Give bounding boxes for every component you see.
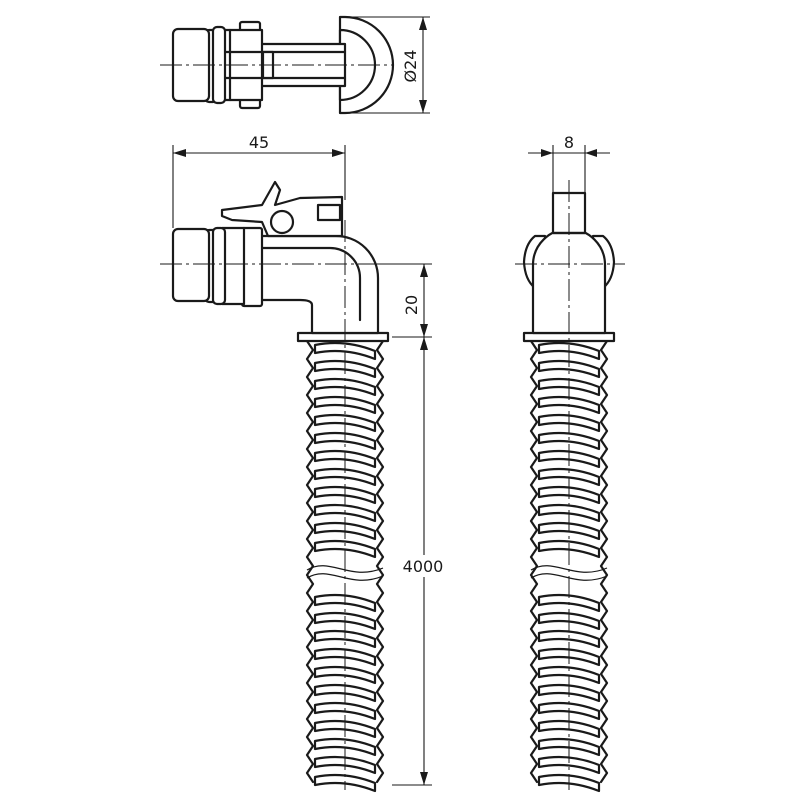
hose-rib <box>537 431 601 451</box>
hose-outline <box>375 339 385 784</box>
offset-label: 20 <box>402 295 421 315</box>
hose-rib <box>537 629 601 649</box>
front-elbow <box>253 234 380 335</box>
hose-outline <box>599 339 609 784</box>
hose-rib <box>537 359 601 379</box>
diameter-label: Ø24 <box>401 50 420 83</box>
front-latch-tab <box>316 203 342 222</box>
side-view: 8 <box>515 133 625 793</box>
length-dimension: 4000 <box>392 337 446 786</box>
offset-dimension: 20 <box>380 263 432 338</box>
hose-rib <box>313 503 377 523</box>
hose-outline <box>305 339 315 784</box>
hose-rib <box>537 755 601 775</box>
front-elbow-inner <box>260 246 362 322</box>
side-width-label: 8 <box>564 133 574 152</box>
length-label: 4000 <box>403 557 444 576</box>
top-elbow-inner <box>338 28 377 102</box>
hose-outline <box>529 339 539 784</box>
hose-front <box>305 339 385 793</box>
side-width-dimension: 8 <box>528 133 610 195</box>
front-flange <box>296 331 390 343</box>
width-label: 45 <box>249 133 269 152</box>
hose-rib <box>313 629 377 649</box>
front-cap <box>171 227 211 303</box>
width-dimension: 45 <box>172 133 346 228</box>
front-view: 45 20 <box>160 133 446 793</box>
hose-break-symbol <box>530 565 608 581</box>
hose-break-symbol <box>306 565 384 581</box>
top-view: Ø24 <box>160 15 430 115</box>
hose-rib <box>313 701 377 721</box>
hose-rib <box>313 737 377 757</box>
hose-rib <box>313 431 377 451</box>
front-latch-pivot <box>269 209 295 235</box>
hose-rib <box>313 341 377 361</box>
diameter-dimension: Ø24 <box>345 16 430 114</box>
hose-rib <box>313 539 377 559</box>
front-ring <box>211 226 227 306</box>
front-latch <box>220 180 344 238</box>
